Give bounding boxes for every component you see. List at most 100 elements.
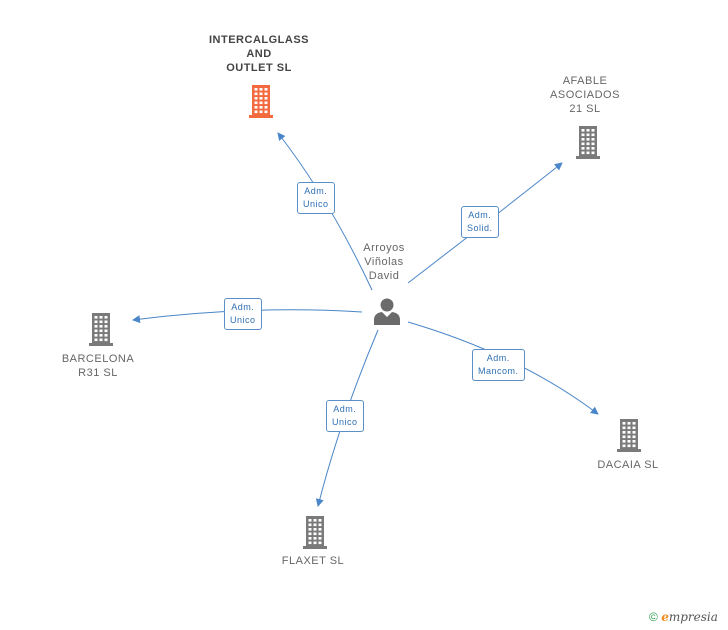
building-window xyxy=(581,129,585,132)
building-window xyxy=(308,537,312,540)
building-window xyxy=(627,444,631,448)
building-window xyxy=(591,151,595,155)
building-window xyxy=(581,147,585,150)
building-window xyxy=(254,97,258,100)
barcelona-name-line-1: BARCELONA xyxy=(61,353,135,365)
building-window xyxy=(632,426,636,430)
building-window xyxy=(632,440,636,443)
building-window xyxy=(586,133,590,137)
building-window xyxy=(632,422,636,425)
afable-name-line-2: ASOCIADOS xyxy=(550,89,620,101)
building-window xyxy=(104,334,108,337)
building-window xyxy=(94,316,98,319)
building-window xyxy=(94,329,98,333)
company-label-flaxet[interactable]: FLAXET SL xyxy=(268,554,358,568)
building-window xyxy=(264,110,268,114)
footer-brand: © empresia xyxy=(649,610,718,624)
barcelona-name-line-2: R31 SL xyxy=(78,367,118,379)
building-window xyxy=(313,523,317,527)
building-window xyxy=(622,431,626,434)
building-window xyxy=(591,142,595,146)
building-window xyxy=(581,138,585,141)
relation-label-dacaia[interactable]: Adm. Mancom. xyxy=(472,349,525,381)
building-base xyxy=(249,115,273,118)
relation-line-2: Unico xyxy=(230,315,256,325)
building-window xyxy=(632,435,636,439)
company-label-afable[interactable]: AFABLE ASOCIADOS 21 SL xyxy=(540,74,630,116)
building-window xyxy=(586,147,590,150)
relation-line-2: Solid. xyxy=(467,223,493,233)
building-icon[interactable] xyxy=(246,84,276,118)
brand-logo-e: e xyxy=(661,610,669,624)
building-window xyxy=(591,129,595,132)
building-window xyxy=(313,537,317,540)
company-label-intercalglass[interactable]: INTERCALGLASS AND OUTLET SL xyxy=(199,33,319,75)
building-icon[interactable] xyxy=(573,125,603,159)
building-window xyxy=(622,444,626,448)
building-window xyxy=(591,133,595,137)
building-window xyxy=(254,92,258,96)
building-window xyxy=(259,106,263,109)
intercalglass-name-line-2: AND xyxy=(246,48,272,60)
relation-line-2: Unico xyxy=(303,199,329,209)
building-window xyxy=(99,320,103,324)
building-window xyxy=(313,541,317,545)
center-name-line-2: Viñolas xyxy=(364,256,404,268)
relation-label-intercalglass[interactable]: Adm. Unico xyxy=(297,182,335,214)
relation-line-1: Adm. xyxy=(333,404,357,414)
building-base xyxy=(89,343,113,346)
building-window xyxy=(308,532,312,536)
building-window xyxy=(627,440,631,443)
building-window xyxy=(622,422,626,425)
building-window xyxy=(622,435,626,439)
building-window xyxy=(313,519,317,522)
relation-label-afable[interactable]: Adm. Solid. xyxy=(461,206,499,238)
building-window xyxy=(94,338,98,342)
relation-line-1: Adm. xyxy=(304,186,328,196)
building-window xyxy=(99,334,103,337)
building-base xyxy=(576,156,600,159)
building-window xyxy=(94,334,98,337)
building-window xyxy=(318,541,322,545)
building-window xyxy=(104,338,108,342)
building-window xyxy=(259,97,263,100)
relation-line-2: Mancom. xyxy=(478,366,519,376)
building-window xyxy=(627,435,631,439)
company-label-barcelona[interactable]: BARCELONA R31 SL xyxy=(53,352,143,380)
building-window xyxy=(99,338,103,342)
building-window xyxy=(104,316,108,319)
flaxet-name-line-1: FLAXET SL xyxy=(281,555,345,567)
relation-label-barcelona[interactable]: Adm. Unico xyxy=(224,298,262,330)
afable-name-line-3: 21 SL xyxy=(569,103,601,115)
building-window xyxy=(259,92,263,96)
building-icon[interactable] xyxy=(300,515,330,549)
relation-line-1: Adm. xyxy=(486,353,510,363)
building-window xyxy=(308,541,312,545)
intercalglass-name-line-1: INTERCALGLASS xyxy=(209,34,309,46)
center-person-name: Arroyos Viñolas David xyxy=(352,241,416,283)
building-window xyxy=(94,325,98,328)
building-window xyxy=(99,316,103,319)
building-window xyxy=(264,106,268,109)
building-window xyxy=(104,320,108,324)
company-label-dacaia[interactable]: DACAIA SL xyxy=(583,458,673,472)
building-window xyxy=(104,325,108,328)
building-window xyxy=(99,325,103,328)
building-window xyxy=(94,320,98,324)
building-icon[interactable] xyxy=(614,418,644,452)
afable-name-line-1: AFABLE xyxy=(562,75,608,87)
building-window xyxy=(259,110,263,114)
relation-label-flaxet[interactable]: Adm. Unico xyxy=(326,400,364,432)
building-window xyxy=(627,422,631,425)
building-window xyxy=(591,147,595,150)
building-window xyxy=(313,528,317,531)
relation-line-1: Adm. xyxy=(468,210,492,220)
person-icon[interactable] xyxy=(372,296,402,326)
building-window xyxy=(627,431,631,434)
building-window xyxy=(308,528,312,531)
building-window xyxy=(318,519,322,522)
building-window xyxy=(104,329,108,333)
building-window xyxy=(318,528,322,531)
building-icon[interactable] xyxy=(86,312,116,346)
building-window xyxy=(586,142,590,146)
